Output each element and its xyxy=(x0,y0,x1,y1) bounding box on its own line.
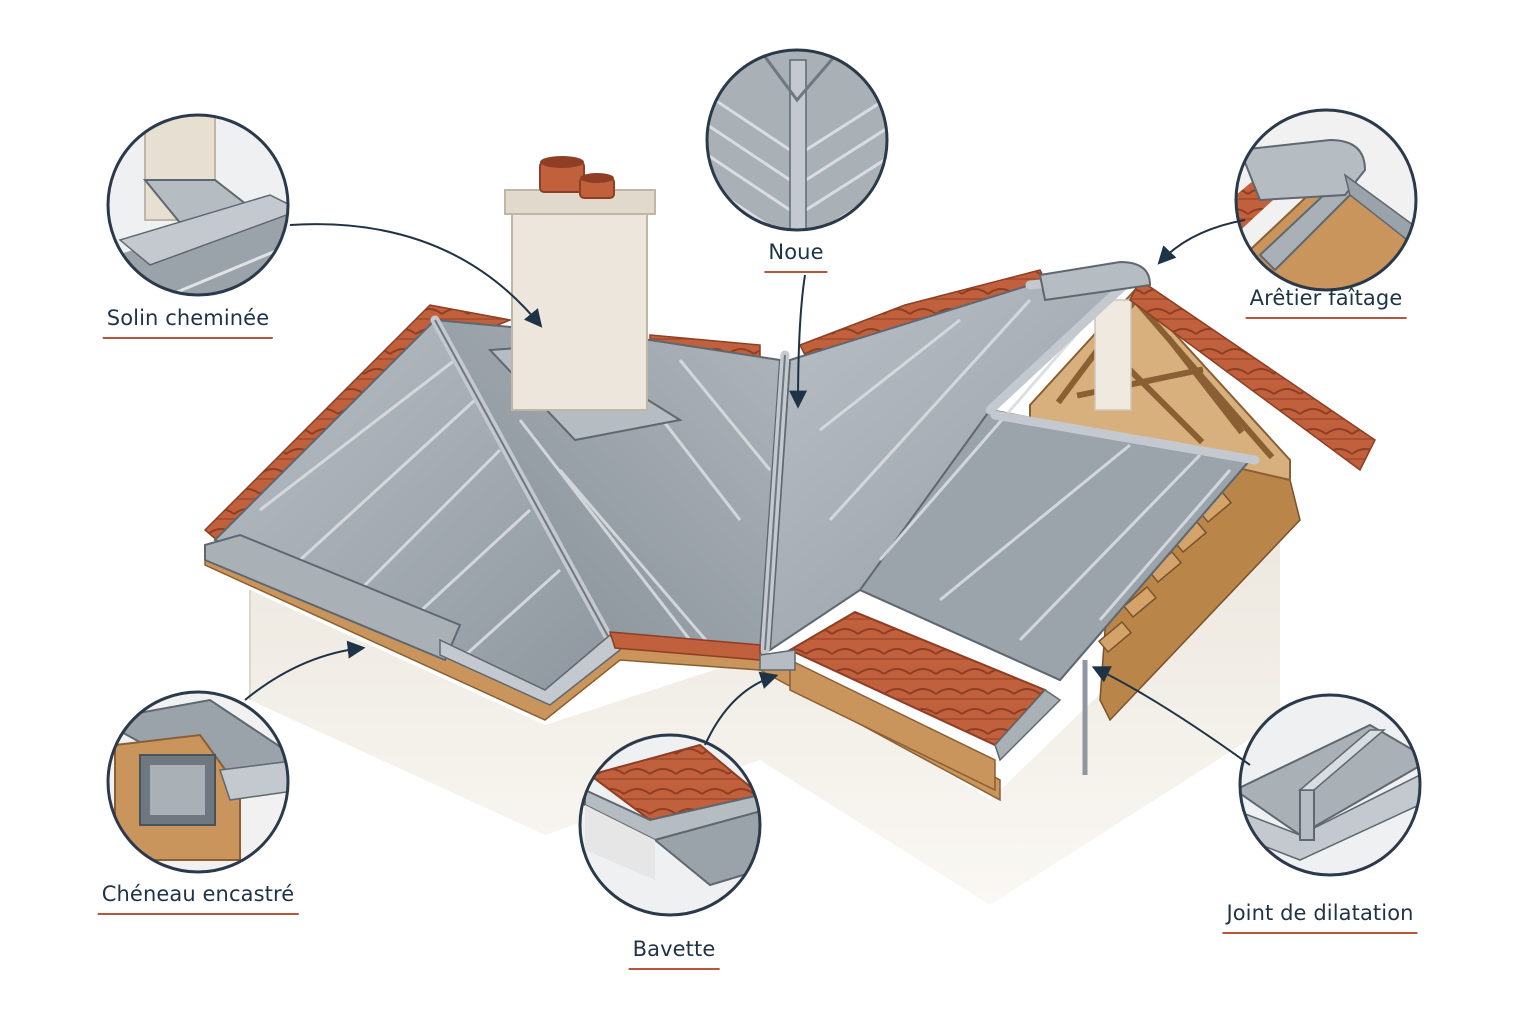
tile-band xyxy=(759,610,1062,792)
label-bavette: Bavette xyxy=(628,937,720,970)
label-aretier-faitage: Arêtier faîtage xyxy=(1245,286,1407,319)
arrow-solin xyxy=(289,223,543,328)
detail-aretier-faitage xyxy=(1234,108,1418,292)
house-walls xyxy=(249,520,1280,905)
detail-noue xyxy=(705,48,889,232)
detail-joint-dilatation xyxy=(1238,693,1422,877)
label-joint-dilatation: Joint de dilatation xyxy=(1222,901,1418,934)
label-cheneau-encastre: Chéneau encastré xyxy=(97,882,299,915)
arrow-noue xyxy=(789,274,808,409)
detail-bavette xyxy=(578,733,762,917)
label-noue: Noue xyxy=(764,240,828,273)
detail-solin-cheminee xyxy=(106,113,290,297)
arrow-aretier xyxy=(1157,219,1246,265)
arrow-bavette xyxy=(704,671,779,746)
arrow-joint xyxy=(1091,666,1251,766)
label-solin-cheminee: Solin cheminée xyxy=(102,306,274,339)
chimney xyxy=(487,156,683,442)
arrow-cheneau xyxy=(244,640,366,701)
detail-cheneau-encastre xyxy=(106,690,290,874)
leader-arrows xyxy=(244,219,1251,766)
